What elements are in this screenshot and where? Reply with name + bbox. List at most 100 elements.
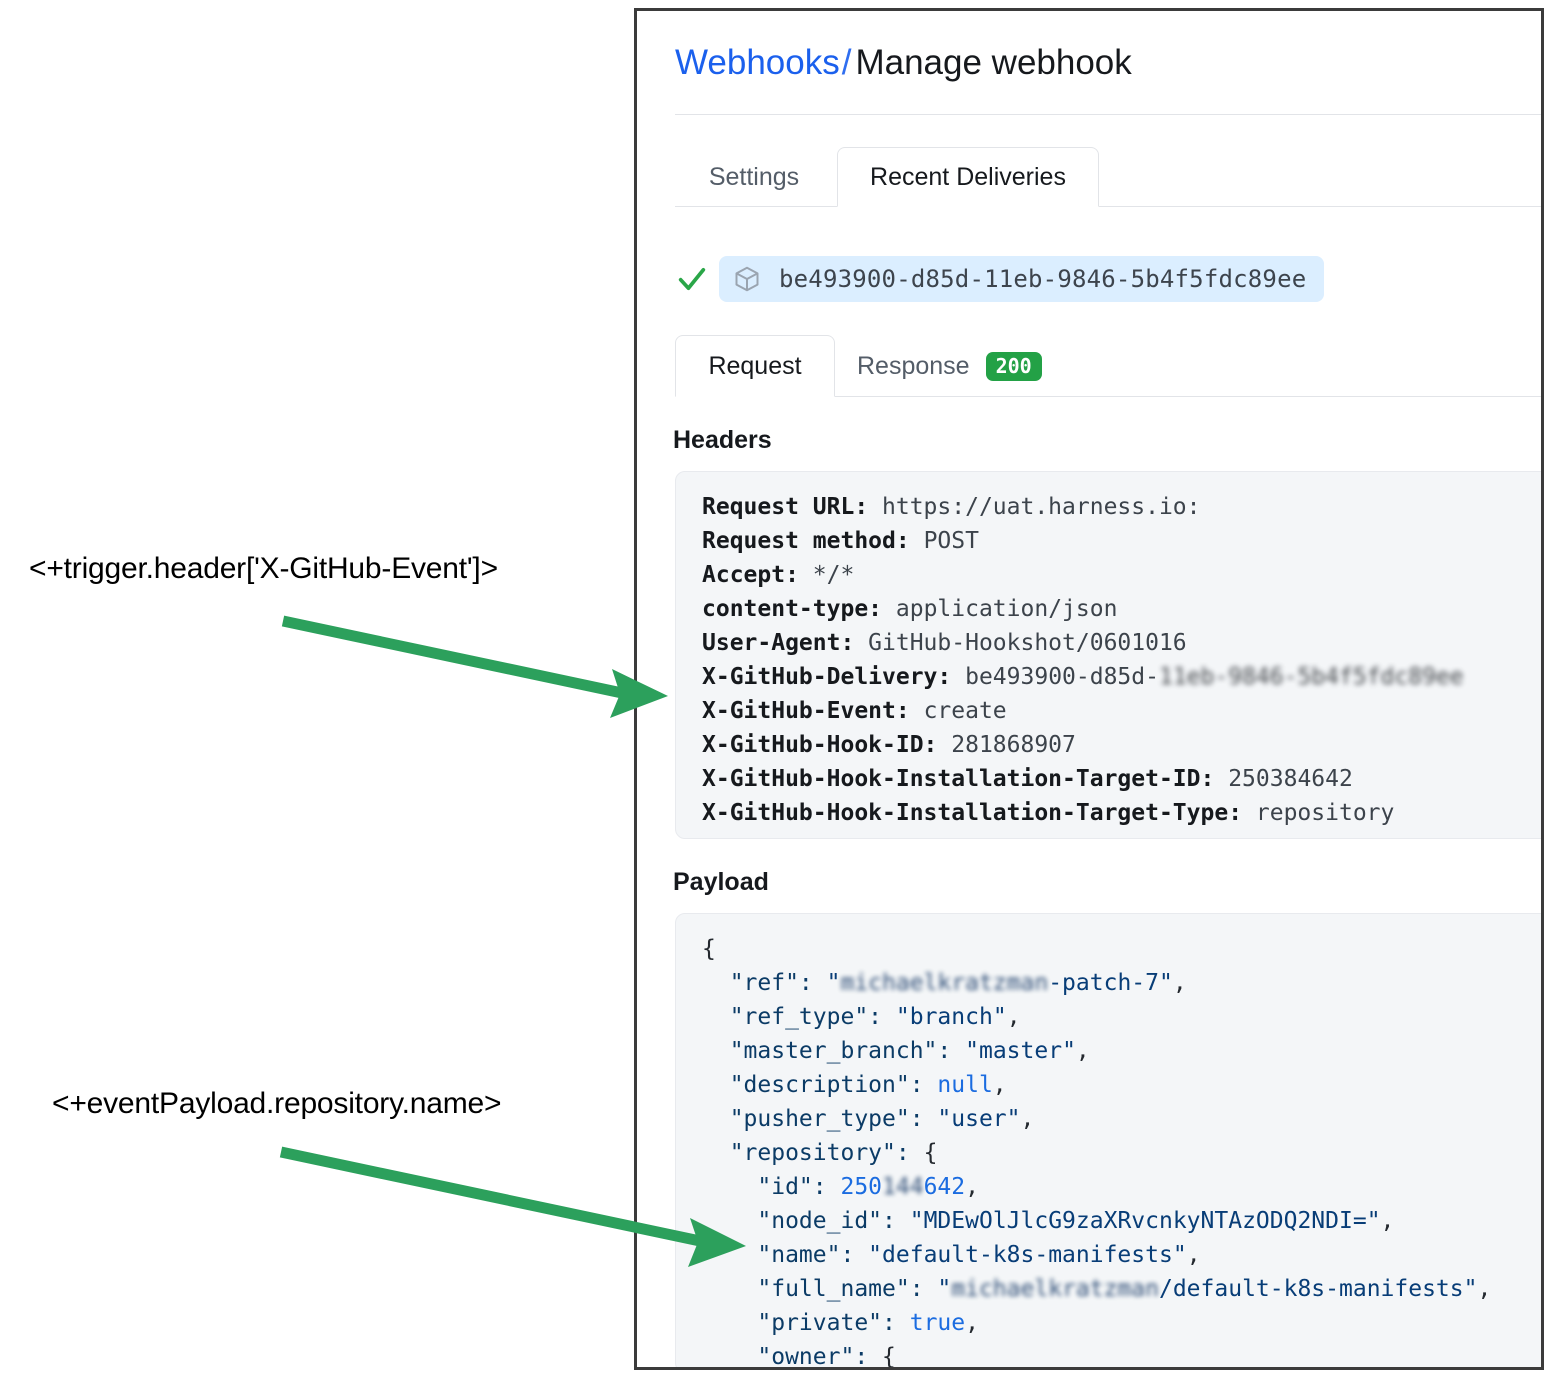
payload-key: "id": xyxy=(702,1174,841,1200)
payload-value: { xyxy=(882,1344,896,1367)
header-key: Request URL: xyxy=(702,494,883,520)
payload-quote: " xyxy=(1463,1276,1478,1302)
header-key: X-GitHub-Hook-Installation-Target-ID: xyxy=(702,766,1229,792)
payload-quote: " xyxy=(1366,1208,1381,1234)
header-value: POST xyxy=(923,528,979,554)
payload-line: "ref": "michaelkratzman-patch-7", xyxy=(702,966,1541,1000)
payload-key: "full_name": xyxy=(702,1276,938,1302)
header-line: content-type: application/json xyxy=(702,592,1541,626)
payload-value-redacted: michaelkratzman xyxy=(840,970,1049,996)
payload-quote: " xyxy=(909,1208,924,1234)
header-line: X-GitHub-Hook-Installation-Target-ID: 25… xyxy=(702,762,1541,796)
payload-line: "node_id": "MDEwOlJlcG9zaXRvcnkyNTAzODQ2… xyxy=(702,1204,1541,1238)
webhook-panel: Webhooks/Manage webhook Settings Recent … xyxy=(634,8,1544,1370)
main-tabs-baseline xyxy=(675,206,1541,207)
payload-punctuation: , xyxy=(965,1174,979,1200)
payload-punctuation: , xyxy=(1006,1004,1021,1030)
payload-quote: " xyxy=(1062,1038,1076,1064)
header-key: X-GitHub-Event: xyxy=(702,698,924,724)
header-key: X-GitHub-Delivery: xyxy=(702,664,966,690)
tab-recent-deliveries[interactable]: Recent Deliveries xyxy=(837,147,1099,207)
header-key: X-GitHub-Hook-Installation-Target-Type: xyxy=(702,800,1256,826)
delivery-id-chip[interactable]: be493900-d85d-11eb-9846-5b4f5fdc89ee xyxy=(719,256,1325,302)
payload-punctuation: , xyxy=(1380,1208,1395,1234)
annotation-label-event-payload: <+eventPayload.repository.name> xyxy=(52,1087,502,1120)
payload-quote: " xyxy=(965,1038,979,1064)
payload-value: MDEwOlJlcG9zaXRvcnkyNTAzODQ2NDI= xyxy=(923,1208,1367,1234)
header-value: application/json xyxy=(895,596,1118,622)
payload-line: "id": 250144642, xyxy=(702,1170,1541,1204)
header-key: Accept: xyxy=(702,562,813,588)
payload-key: "pusher_type": xyxy=(702,1106,938,1132)
payload-line: "ref_type": "branch", xyxy=(702,1000,1541,1034)
header-key: User-Agent: xyxy=(702,630,869,656)
header-value: be493900-d85d- xyxy=(965,664,1159,690)
delivery-row[interactable]: be493900-d85d-11eb-9846-5b4f5fdc89ee xyxy=(675,253,1325,305)
payload-key: "repository": xyxy=(702,1140,924,1166)
breadcrumb: Webhooks/Manage webhook xyxy=(675,41,1132,85)
annotation-label-trigger-header: <+trigger.header['X-GitHub-Event']> xyxy=(29,552,498,585)
headers-code-block: Request URL: https://uat.harness.io:Requ… xyxy=(675,471,1541,839)
payload-punctuation: , xyxy=(1186,1242,1201,1268)
payload-key: "owner": xyxy=(702,1344,883,1367)
payload-key: "ref": xyxy=(702,970,827,996)
main-tab-strip: Settings Recent Deliveries xyxy=(675,147,1541,207)
payload-key: "master_branch": xyxy=(702,1038,966,1064)
payload-value: master xyxy=(978,1038,1063,1064)
payload-key: "node_id": xyxy=(702,1208,910,1234)
payload-value: branch xyxy=(909,1004,993,1030)
status-badge: 200 xyxy=(985,351,1042,381)
payload-value: /default-k8s-manifests xyxy=(1158,1276,1464,1302)
tab-settings[interactable]: Settings xyxy=(675,147,833,207)
package-cube-icon xyxy=(735,266,759,292)
payload-quote: " xyxy=(937,1106,952,1132)
payload-quote: " xyxy=(992,1004,1007,1030)
payload-key: "private": xyxy=(702,1310,910,1336)
payload-punctuation: , xyxy=(992,1072,1007,1098)
payload-value: default-k8s-manifests xyxy=(882,1242,1173,1268)
tab-response-label: Response xyxy=(857,351,970,380)
header-value: 281868907 xyxy=(951,732,1076,758)
payload-line: { xyxy=(702,932,1541,966)
payload-line: "owner": { xyxy=(702,1340,1541,1367)
payload-key: "name": xyxy=(702,1242,869,1268)
payload-line: "private": true, xyxy=(702,1306,1541,1340)
payload-punctuation: , xyxy=(1020,1106,1035,1132)
payload-punctuation: , xyxy=(965,1310,979,1336)
payload-quote: " xyxy=(868,1242,883,1268)
sub-tab-strip: Request Response 200 xyxy=(675,335,1541,397)
tab-request[interactable]: Request xyxy=(675,335,835,397)
header-line: X-GitHub-Hook-ID: 281868907 xyxy=(702,728,1541,762)
payload-heading: Payload xyxy=(673,868,769,896)
page-title: Manage webhook xyxy=(855,43,1132,82)
tab-response[interactable]: Response 200 xyxy=(839,335,1109,397)
header-divider xyxy=(675,114,1541,115)
payload-key: "description": xyxy=(702,1072,938,1098)
payload-punctuation: , xyxy=(1477,1276,1492,1302)
header-line: Request URL: https://uat.harness.io: xyxy=(702,490,1541,524)
payload-value: null xyxy=(937,1072,993,1098)
header-value: https://uat.harness.io: xyxy=(882,494,1201,520)
payload-value: 642 xyxy=(923,1174,966,1200)
header-value: GitHub-Hookshot/0601016 xyxy=(868,630,1187,656)
check-icon xyxy=(678,267,706,291)
payload-line: "full_name": "michaelkratzman/default-k8… xyxy=(702,1272,1541,1306)
payload-punctuation: { xyxy=(702,936,716,962)
payload-line: "repository": { xyxy=(702,1136,1541,1170)
payload-value: 250 xyxy=(840,1174,883,1200)
headers-heading: Headers xyxy=(673,426,772,454)
header-value: 250384642 xyxy=(1228,766,1353,792)
sub-tabs-baseline xyxy=(675,396,1541,397)
breadcrumb-separator: / xyxy=(841,43,852,82)
webhook-panel-inner: Webhooks/Manage webhook Settings Recent … xyxy=(637,11,1541,1367)
header-value: create xyxy=(923,698,1007,724)
header-line: X-GitHub-Event: create xyxy=(702,694,1541,728)
payload-value: { xyxy=(923,1140,938,1166)
breadcrumb-link-webhooks[interactable]: Webhooks xyxy=(675,43,840,82)
payload-quote: " xyxy=(1172,1242,1187,1268)
payload-quote: " xyxy=(895,1004,910,1030)
header-value-redacted: 11eb-9846-5b4f5fdc89ee xyxy=(1158,664,1464,690)
payload-line: "name": "default-k8s-manifests", xyxy=(702,1238,1541,1272)
payload-punctuation: , xyxy=(1075,1038,1090,1064)
payload-value: -patch-7 xyxy=(1048,970,1159,996)
